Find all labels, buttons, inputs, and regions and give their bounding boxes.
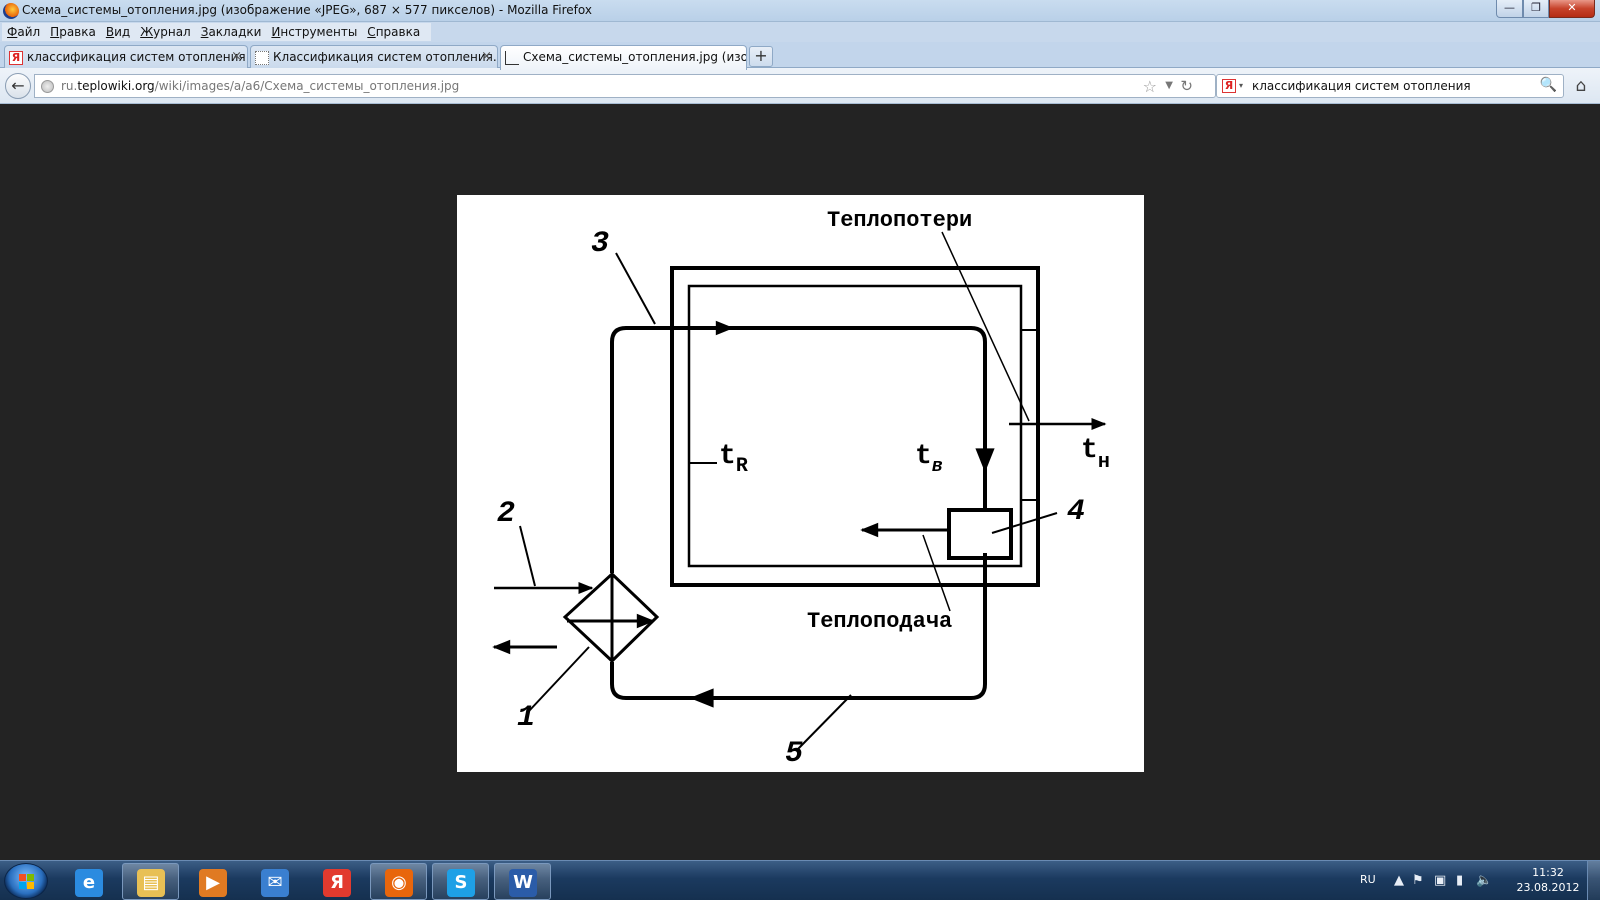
network-signal-icon[interactable]: ▮ bbox=[1456, 873, 1464, 888]
new-tab-button[interactable]: + bbox=[749, 46, 773, 67]
bookmark-star-icon[interactable]: ☆ bbox=[1142, 77, 1157, 96]
url-prefix: ru. bbox=[61, 79, 78, 93]
menu-item-1[interactable]: Правка bbox=[50, 25, 96, 39]
history-dropdown-icon[interactable]: ▼ bbox=[1165, 80, 1173, 91]
navigation-bar: ← ru.teplowiki.org/wiki/images/a/a6/Схем… bbox=[0, 68, 1600, 104]
search-input[interactable]: классификация систем отопления bbox=[1252, 79, 1471, 93]
tab-close-button[interactable]: × bbox=[481, 49, 492, 64]
taskbar-mail-button[interactable]: ✉ bbox=[246, 863, 303, 900]
window-titlebar[interactable]: Схема_системы_отопления.jpg (изображение… bbox=[0, 0, 1600, 22]
back-button[interactable]: ← bbox=[5, 73, 31, 99]
label-tn: tн bbox=[1081, 435, 1110, 474]
taskbar-firefox-button[interactable]: ◉ bbox=[370, 863, 427, 900]
search-bar[interactable]: Я ▾ классификация систем отопления 🔍 bbox=[1216, 74, 1564, 98]
menu-item-5[interactable]: Инструменты bbox=[271, 25, 358, 39]
yandex-icon: Я bbox=[9, 51, 23, 65]
tab-label: Схема_системы_отопления.jpg (изо... bbox=[523, 50, 747, 64]
home-button[interactable]: ⌂ bbox=[1575, 76, 1587, 96]
heat-loss-label: Теплопотери bbox=[827, 208, 972, 233]
skype-icon: S bbox=[447, 869, 475, 897]
taskbar-ie-button[interactable]: e bbox=[60, 863, 117, 900]
menu-item-2[interactable]: Вид bbox=[105, 25, 131, 39]
label-tr: tR bbox=[719, 441, 748, 478]
windows-logo-icon bbox=[19, 874, 35, 890]
site-identity-icon[interactable] bbox=[41, 80, 54, 93]
search-icon[interactable]: 🔍 bbox=[1539, 77, 1557, 93]
heater-box bbox=[947, 508, 1013, 560]
tab-bar: Я классификация систем отопления ... × К… bbox=[0, 42, 1600, 70]
label-4: 4 bbox=[1067, 495, 1085, 529]
clock[interactable]: 11:32 23.08.2012 bbox=[1512, 865, 1584, 895]
tab-classification[interactable]: Классификация систем отопления. ... × bbox=[250, 45, 498, 69]
menu-item-4[interactable]: Закладки bbox=[200, 25, 262, 39]
taskbar-media-player-button[interactable]: ▶ bbox=[184, 863, 241, 900]
label-3: 3 bbox=[591, 227, 609, 261]
clock-date: 23.08.2012 bbox=[1516, 881, 1580, 894]
window-title: Схема_системы_отопления.jpg (изображение… bbox=[22, 3, 592, 17]
taskbar: e ▤ ▶ ✉ Я ◉ S W RU ▲ ⚑ ▣ ▮ 🔈 11:32 23.08.2012 bbox=[0, 860, 1600, 900]
explorer-icon: ▤ bbox=[137, 869, 165, 897]
ie-icon: e bbox=[75, 869, 103, 897]
heat-supply-label: Теплоподача bbox=[807, 609, 952, 634]
reload-icon[interactable]: ↻ bbox=[1180, 77, 1193, 95]
tab-label: классификация систем отопления ... bbox=[27, 50, 248, 64]
media-player-icon: ▶ bbox=[199, 869, 227, 897]
url-path: /wiki/images/a/a6/Схема_системы_отоплени… bbox=[154, 79, 460, 93]
label-2: 2 bbox=[497, 497, 515, 531]
close-button[interactable]: ✕ bbox=[1549, 0, 1595, 18]
taskbar-explorer-button[interactable]: ▤ bbox=[122, 863, 179, 900]
building-inner-wall bbox=[687, 284, 1023, 568]
label-tv: tв bbox=[915, 441, 943, 477]
show-hidden-icons-icon[interactable]: ▲ bbox=[1394, 873, 1404, 888]
show-desktop-button[interactable] bbox=[1587, 861, 1600, 900]
taskbar-skype-button[interactable]: S bbox=[432, 863, 489, 900]
building-outer-wall bbox=[670, 266, 1040, 587]
window-controls: — ❐ ✕ bbox=[1496, 0, 1595, 18]
url-domain: teplowiki.org bbox=[77, 79, 155, 93]
start-button[interactable] bbox=[4, 863, 48, 899]
url-text[interactable]: ru.teplowiki.org/wiki/images/a/a6/Схема_… bbox=[61, 79, 459, 93]
taskbar-yandex-button[interactable]: Я bbox=[308, 863, 365, 900]
yandex-icon[interactable]: Я bbox=[1222, 79, 1236, 93]
firefox-icon bbox=[3, 3, 19, 19]
menu-items: Файл Правка Вид Журнал Закладки Инструменты Сп… bbox=[2, 23, 432, 41]
word-icon: W bbox=[509, 869, 537, 897]
circulation-loop bbox=[610, 326, 987, 573]
tab-heating-scheme-image[interactable]: Схема_системы_отопления.jpg (изо... bbox=[500, 45, 747, 70]
yandex-icon: Я bbox=[323, 869, 351, 897]
blank-page-icon bbox=[255, 51, 269, 65]
menu-item-3[interactable]: Журнал bbox=[140, 25, 191, 39]
engine-dropdown-icon[interactable]: ▾ bbox=[1239, 81, 1244, 90]
page-content: Теплопотери Теплоподача 3 2 1 4 5 tR tв … bbox=[0, 104, 1600, 860]
image-icon bbox=[505, 51, 519, 65]
menu-item-0[interactable]: Файл bbox=[7, 25, 41, 39]
firefox-icon: ◉ bbox=[385, 869, 413, 897]
minimize-button[interactable]: — bbox=[1496, 0, 1523, 18]
menu-bar: Файл Правка Вид Журнал Закладки Инструменты Сп… bbox=[0, 22, 1600, 42]
maximize-button[interactable]: ❐ bbox=[1523, 0, 1549, 18]
heating-diagram: Теплопотери Теплоподача 3 2 1 4 5 tR tв … bbox=[492, 208, 1110, 771]
language-indicator[interactable]: RU bbox=[1360, 873, 1376, 886]
taskbar-word-button[interactable]: W bbox=[494, 863, 551, 900]
url-bar[interactable]: ru.teplowiki.org/wiki/images/a/a6/Схема_… bbox=[34, 74, 1216, 98]
tab-yandex-search[interactable]: Я классификация систем отопления ... × bbox=[4, 45, 248, 69]
mail-icon: ✉ bbox=[261, 869, 289, 897]
clock-time: 11:32 bbox=[1532, 866, 1564, 879]
device-icon[interactable]: ▣ bbox=[1434, 873, 1447, 888]
tab-label: Классификация систем отопления. ... bbox=[273, 50, 498, 64]
label-1: 1 bbox=[517, 701, 535, 735]
menu-item-6[interactable]: Справка bbox=[367, 25, 421, 39]
tab-close-button[interactable]: × bbox=[231, 49, 242, 64]
label-5: 5 bbox=[785, 737, 803, 771]
heating-system-diagram-image[interactable]: Теплопотери Теплоподача 3 2 1 4 5 tR tв … bbox=[457, 195, 1144, 772]
volume-icon[interactable]: 🔈 bbox=[1476, 873, 1493, 888]
action-center-flag-icon[interactable]: ⚑ bbox=[1412, 873, 1424, 888]
